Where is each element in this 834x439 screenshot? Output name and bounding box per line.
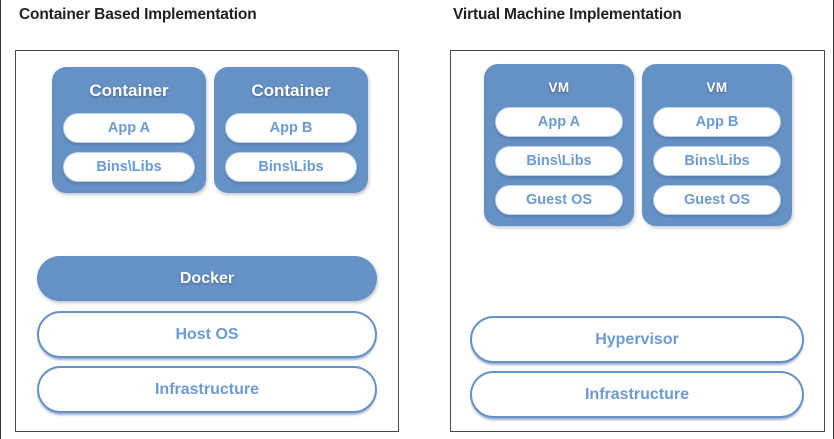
layer-pill-vm-app-a: App A — [495, 107, 623, 137]
base-layer-host-os: Host OS — [37, 311, 377, 358]
guest-row-containers: Container App A Bins\Libs Container App … — [52, 67, 368, 193]
layer-pill-vm-app-b: App B — [653, 107, 781, 137]
guest-label-vm-a: VM — [548, 80, 570, 95]
base-layer-infrastructure-vm: Infrastructure — [470, 371, 804, 418]
panel-box-virtual-machine: VM App A Bins\Libs Guest OS VM App B Bin… — [450, 50, 825, 432]
layer-pill-app-a: App A — [63, 113, 195, 143]
guest-label-container-b: Container — [251, 81, 331, 100]
guest-box-vm-a: VM App A Bins\Libs Guest OS — [484, 64, 634, 226]
layer-pill-app-b: App B — [225, 113, 357, 143]
base-layer-docker: Docker — [37, 256, 377, 301]
layer-pill-bins-libs-b: Bins\Libs — [225, 152, 357, 182]
guest-box-container-a: Container App A Bins\Libs — [52, 67, 206, 193]
base-layer-hypervisor: Hypervisor — [470, 316, 804, 363]
layer-pill-bins-libs-a: Bins\Libs — [63, 152, 195, 182]
panel-virtual-machine: Virtual Machine Implementation VM App A … — [418, 0, 834, 439]
panel-container-based: Container Based Implementation Container… — [1, 0, 418, 439]
panel-title-virtual-machine: Virtual Machine Implementation — [453, 6, 682, 23]
layer-pill-vm-guest-os-b: Guest OS — [653, 185, 781, 215]
panel-title-container-based: Container Based Implementation — [19, 6, 257, 23]
layer-pill-vm-bins-libs-a: Bins\Libs — [495, 146, 623, 176]
layer-pill-vm-guest-os-a: Guest OS — [495, 185, 623, 215]
guest-box-container-b: Container App B Bins\Libs — [214, 67, 368, 193]
base-layer-infrastructure-container: Infrastructure — [37, 366, 377, 413]
guest-label-vm-b: VM — [706, 80, 728, 95]
guest-label-container-a: Container — [89, 81, 169, 100]
guest-box-vm-b: VM App B Bins\Libs Guest OS — [642, 64, 792, 226]
guest-row-vms: VM App A Bins\Libs Guest OS VM App B Bin… — [484, 64, 792, 226]
panel-box-container-based: Container App A Bins\Libs Container App … — [15, 50, 399, 432]
layer-pill-vm-bins-libs-b: Bins\Libs — [653, 146, 781, 176]
